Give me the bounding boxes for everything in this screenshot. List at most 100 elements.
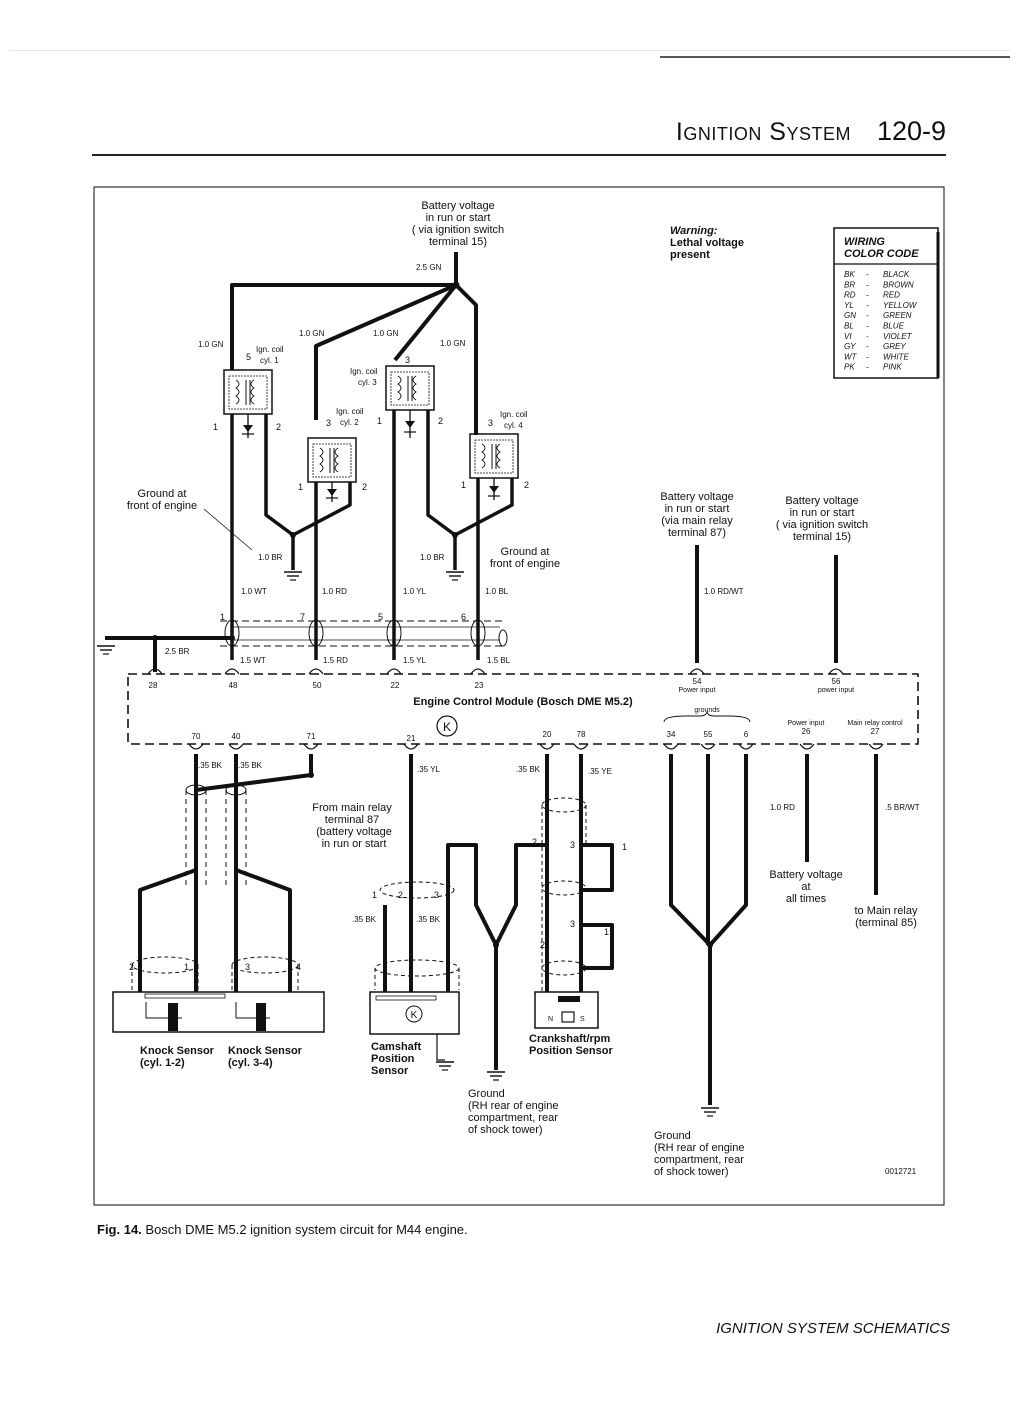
svg-text:27: 27 (871, 727, 880, 736)
svg-text:1.0 YL: 1.0 YL (403, 587, 427, 596)
figure-caption: Fig. 14. Bosch DME M5.2 ignition system … (97, 1222, 468, 1237)
ecm-top-connectors (147, 668, 844, 675)
ecm-top-pin-labels: 28 48 50 22 23 54 56 (149, 677, 841, 690)
svg-text:K: K (443, 720, 451, 734)
coil-3-label-1: Ign. coil (350, 367, 378, 376)
svg-text:-: - (866, 363, 869, 372)
color-code-entry: GN (844, 311, 856, 320)
to-main-relay-label: to Main relay (terminal 85) (855, 905, 918, 929)
ground-front-left-leader (203, 508, 253, 551)
ecm-bottom-pin-labels: 70 40 71 21 20 78 34 55 6 26 27 (192, 727, 880, 743)
color-code-entry: BK (844, 270, 855, 279)
svg-text:1.5 BL: 1.5 BL (487, 656, 511, 665)
page-top-rule (10, 50, 1010, 51)
camshaft-sensor-housing: K (369, 991, 460, 1061)
svg-text:Power input: Power input (679, 687, 716, 694)
color-code-title-1: WIRING (844, 236, 885, 248)
svg-text:78: 78 (577, 730, 586, 739)
crank-pins: 2 3 1 2 3 1 (532, 837, 627, 950)
coil-4-label-1: Ign. coil (500, 410, 528, 419)
svg-text:2: 2 (540, 940, 545, 950)
svg-text:40: 40 (232, 732, 241, 741)
svg-text:6: 6 (744, 730, 749, 739)
grounds-brace (663, 711, 751, 723)
ground-front-right-label: Ground at front of engine (490, 546, 560, 570)
svg-text:2: 2 (438, 416, 443, 426)
svg-text:Battery voltage: Battery voltage (769, 869, 842, 881)
coil-4-pin-3: 3 (488, 418, 493, 428)
svg-text:22: 22 (391, 681, 400, 690)
svg-text:2.5 BR: 2.5 BR (165, 647, 190, 656)
svg-text:terminal 87: terminal 87 (325, 814, 379, 826)
svg-text:-: - (866, 322, 869, 331)
svg-text:Sensor: Sensor (371, 1065, 409, 1077)
color-code-entry: VIOLET (883, 332, 913, 341)
svg-text:1: 1 (461, 480, 466, 490)
svg-text:compartment, rear: compartment, rear (654, 1154, 744, 1166)
knock-sensor-pins: 2 1 3 4 (129, 962, 301, 972)
crank-wires (545, 754, 614, 992)
top-source-label: Battery voltage in run or start ( via ig… (412, 200, 504, 248)
svg-text:48: 48 (229, 681, 238, 690)
ign-source-label: Battery voltage in run or start ( via ig… (776, 495, 868, 543)
svg-text:grounds: grounds (694, 707, 720, 714)
footer-section-title: IGNITION SYSTEM SCHEMATICS (716, 1320, 950, 1337)
svg-text:N: N (548, 1016, 553, 1023)
caption-text: Bosch DME M5.2 ignition system circuit f… (141, 1222, 468, 1237)
knock-sensor-labels: Knock Sensor (cyl. 1-2) Knock Sensor (cy… (140, 1045, 303, 1069)
knock-sensor-leads (138, 960, 292, 992)
knock-sensor-2-label: Knock Sensor (228, 1045, 303, 1057)
svg-text:2: 2 (532, 837, 537, 847)
svg-text:70: 70 (192, 732, 201, 741)
svg-text:.35 BK: .35 BK (416, 915, 441, 924)
color-code-entry: PINK (883, 363, 902, 372)
coil-ground-left (283, 571, 303, 581)
svg-text:Ground at: Ground at (501, 546, 550, 558)
svg-text:6: 6 (461, 612, 466, 622)
svg-text:3: 3 (245, 962, 250, 972)
harness-ground (96, 645, 116, 655)
color-code-entry: GREY (883, 342, 906, 351)
svg-text:3: 3 (570, 840, 575, 850)
color-code-title-2: COLOR CODE (844, 248, 919, 260)
coil-4-label-2: cyl. 4 (504, 421, 523, 430)
svg-text:of shock tower): of shock tower) (654, 1166, 729, 1178)
svg-text:1: 1 (298, 482, 303, 492)
camshaft-wire-labels: .35 YL .35 BK .35 BK (352, 765, 441, 924)
svg-text:Crankshaft/rpm: Crankshaft/rpm (529, 1033, 611, 1045)
crank-sensor-label: Crankshaft/rpm Position Sensor (529, 1033, 613, 1057)
svg-text:7: 7 (300, 612, 305, 622)
main-feed-label: 2.5 GN (416, 263, 442, 272)
ground-rh-1 (486, 1071, 506, 1081)
gn-gauge-labels: 1.0 GN 1.0 GN 1.0 GN 1.0 GN (198, 329, 466, 349)
svg-text:in run or start: in run or start (790, 507, 855, 519)
svg-text:2: 2 (524, 480, 529, 490)
svg-text:50: 50 (313, 681, 322, 690)
ecm-bottom-connectors (188, 743, 884, 750)
camshaft-pins: 1 2 3 (372, 890, 439, 900)
coil-wires (230, 410, 514, 660)
coil-2-label-1: Ign. coil (336, 407, 364, 416)
top-source-line-4: terminal 15) (429, 236, 487, 248)
svg-text:1: 1 (377, 416, 382, 426)
svg-text:Position: Position (371, 1053, 415, 1065)
svg-text:Ground: Ground (468, 1088, 505, 1100)
ign-coil-cyl-2 (307, 437, 357, 502)
harness-ground-wire (105, 636, 232, 672)
figure-id: 0012721 (885, 1167, 917, 1176)
crank-sensor-housing: N S (534, 991, 599, 1029)
svg-text:5: 5 (378, 612, 383, 622)
color-code-entry: BL (844, 322, 854, 331)
gauge-gn-4: 1.0 GN (440, 339, 466, 348)
svg-text:1.5 WT: 1.5 WT (240, 656, 266, 665)
svg-text:2: 2 (276, 422, 281, 432)
header-title: Ignition System (675, 118, 851, 146)
warning-title: Warning: (670, 225, 718, 237)
top-source-line-2: in run or start (426, 212, 491, 224)
svg-text:(RH rear of engine: (RH rear of engine (654, 1142, 745, 1154)
svg-text:1: 1 (372, 890, 377, 900)
gauge-gn-1: 1.0 GN (198, 340, 224, 349)
warning-note: Warning: Lethal voltage present (670, 225, 744, 261)
svg-text:front of engine: front of engine (490, 558, 560, 570)
svg-text:From main relay: From main relay (312, 802, 392, 814)
